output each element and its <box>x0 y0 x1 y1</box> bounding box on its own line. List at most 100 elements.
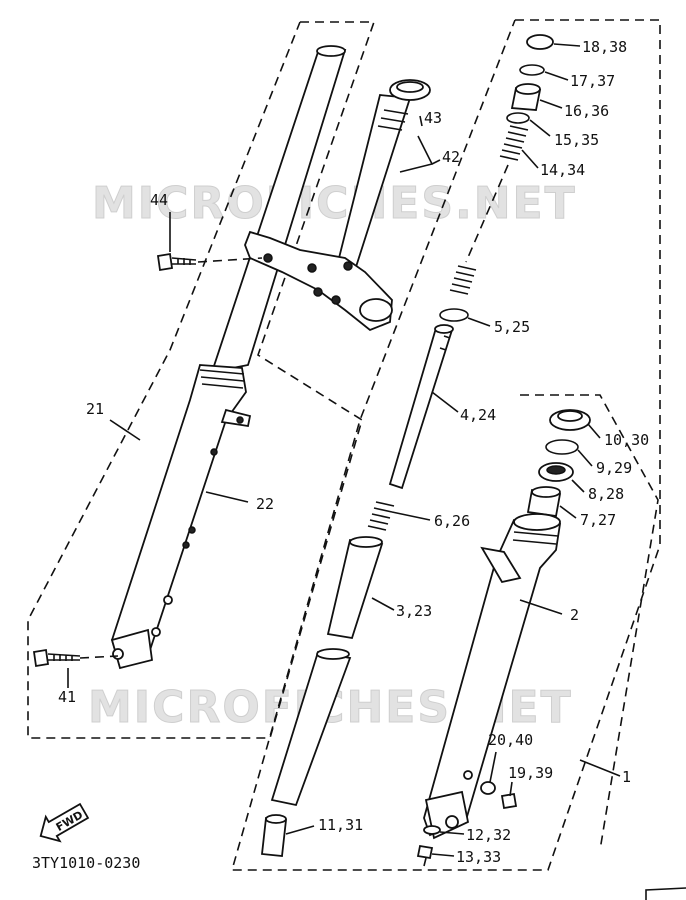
leader-22 <box>205 491 249 503</box>
leader-12 <box>439 831 465 835</box>
label-43: 43 <box>424 109 442 127</box>
leader-11 <box>285 825 315 835</box>
bolt-44-leader <box>197 257 263 263</box>
part-retaining-clip <box>545 439 579 455</box>
label-16-36: 16,36 <box>564 102 609 120</box>
leader-10 <box>587 423 601 439</box>
part-washer-12 <box>423 825 441 835</box>
left-fork-assembly <box>110 45 347 670</box>
piston-top <box>349 536 383 548</box>
label-8-28: 8,28 <box>588 485 624 503</box>
label-20-40: 20,40 <box>488 731 533 749</box>
label-9-29: 9,29 <box>596 459 632 477</box>
left-assembly-boundary <box>27 21 376 739</box>
stem-bearing-inner <box>396 81 424 93</box>
clamp-hole-3 <box>313 287 323 297</box>
outer-tube-boundary <box>520 394 659 851</box>
part-bolt-13 <box>416 844 434 860</box>
bolt-41 <box>32 648 119 668</box>
label-22: 22 <box>256 495 274 513</box>
leader-18 <box>553 43 581 47</box>
part-piston <box>326 539 384 640</box>
left-axle-hole <box>112 648 124 660</box>
left-tube-top <box>316 45 346 57</box>
part-washer-15 <box>506 112 530 124</box>
inner-assembly-boundary <box>230 19 661 871</box>
oil-lock-top <box>265 814 287 824</box>
leader-9 <box>577 449 593 467</box>
diagram-code: 3TY1010-0230 <box>32 854 140 872</box>
label-11-31: 11,31 <box>318 816 363 834</box>
clamp-hole-4 <box>331 295 341 305</box>
leader-3 <box>371 597 395 611</box>
label-7-27: 7,27 <box>580 511 616 529</box>
leader-19 <box>509 781 513 797</box>
left-caliper-bracket <box>220 408 252 428</box>
leader-1 <box>579 759 621 777</box>
part-fork-spring <box>449 125 529 295</box>
label-21: 21 <box>86 400 104 418</box>
left-dust-seal <box>199 369 245 389</box>
label-17-37: 17,37 <box>570 72 615 90</box>
oil-seal-inner <box>546 465 566 475</box>
bolt-41-leader <box>79 655 119 659</box>
bushing-top <box>531 486 561 498</box>
leader-42b <box>431 159 441 165</box>
label-15-35: 15,35 <box>554 131 599 149</box>
bolt-13-shank <box>423 857 427 867</box>
leader-21 <box>109 419 141 441</box>
leader-6 <box>391 511 431 521</box>
leader-15 <box>529 119 551 137</box>
label-1: 1 <box>622 768 631 786</box>
part-labels: 18,38 17,37 16,36 15,35 14,34 43 42 44 5… <box>58 38 649 866</box>
part-spacer-16-top <box>515 83 541 95</box>
bolt-44-thread <box>171 257 197 265</box>
part-cap <box>526 34 554 50</box>
spring-center-leader <box>465 164 509 263</box>
clamp-hole-2 <box>307 263 317 273</box>
leader-42a <box>399 135 434 173</box>
label-14-34: 14,34 <box>540 161 585 179</box>
leader-13 <box>431 853 455 857</box>
part-screw-20 <box>463 770 473 780</box>
leader-43 <box>419 115 423 127</box>
left-boss-4 <box>163 595 173 605</box>
fwd-arrow-shape <box>39 802 90 843</box>
left-boss-2 <box>188 526 196 534</box>
label-12-32: 12,32 <box>466 826 511 844</box>
part-rebound-spring <box>367 501 395 531</box>
triple-clamp-assembly <box>244 79 431 332</box>
lower-bracket-ring <box>359 298 393 322</box>
bolt-44-head <box>156 252 174 272</box>
label-2: 2 <box>570 606 579 624</box>
outer-tube-rings <box>512 531 559 545</box>
rod-top <box>434 324 454 334</box>
label-18-38: 18,38 <box>582 38 627 56</box>
leader-17 <box>544 71 569 81</box>
left-boss-1 <box>210 448 218 456</box>
damper-parts <box>261 34 554 857</box>
leader-8 <box>571 479 585 493</box>
label-5-25: 5,25 <box>494 318 530 336</box>
outer-tube-mouth <box>513 513 561 531</box>
lower-bracket <box>244 230 393 332</box>
watermark-top: MICROFICHES.NET <box>92 178 577 229</box>
right-bracket <box>480 546 522 584</box>
label-19-39: 19,39 <box>508 764 553 782</box>
dust-seal-inner <box>557 410 583 422</box>
leader-lines <box>67 43 621 857</box>
label-13-33: 13,33 <box>456 848 501 866</box>
bolt-41-thread <box>47 653 81 661</box>
leader-5 <box>467 317 491 327</box>
label-10-30: 10,30 <box>604 431 649 449</box>
label-3-23: 3,23 <box>396 602 432 620</box>
label-4-24: 4,24 <box>460 406 496 424</box>
spring-coils-bottom <box>449 265 477 295</box>
left-boss-5 <box>151 627 161 637</box>
left-bracket-hole <box>236 416 244 424</box>
bolt-44 <box>156 252 263 272</box>
leader-2 <box>519 599 563 615</box>
part-ring-5 <box>439 308 469 322</box>
label-6-26: 6,26 <box>434 512 470 530</box>
